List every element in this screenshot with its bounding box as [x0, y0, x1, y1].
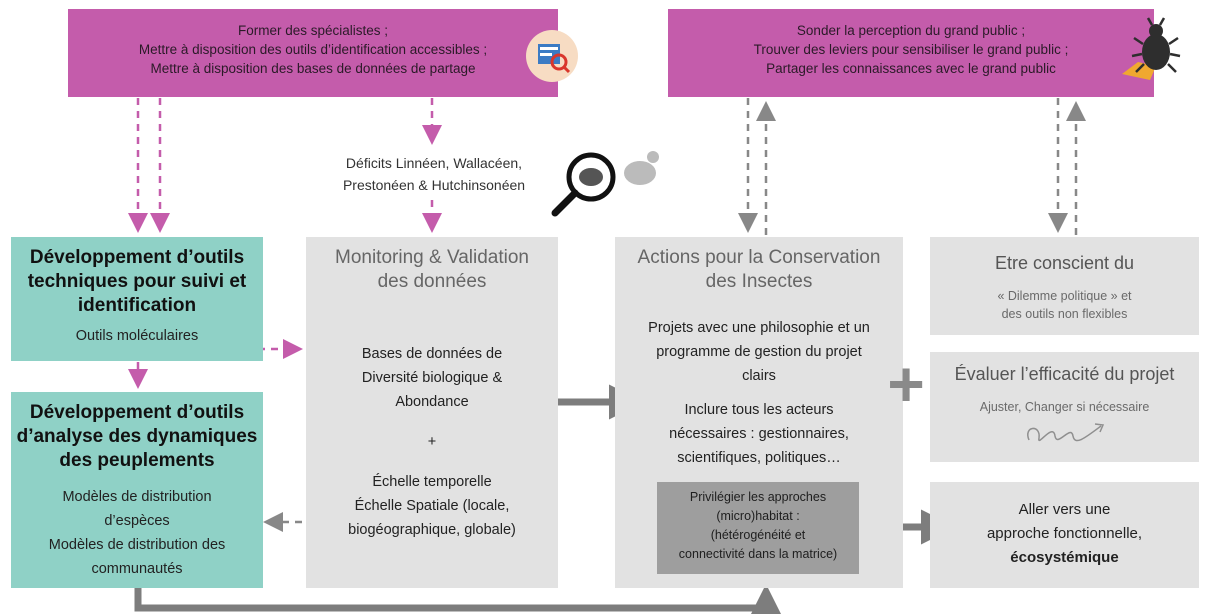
- body-line: Modèles de distribution des: [48, 537, 226, 553]
- body-line: clairs: [742, 368, 776, 384]
- dynamics-box-title: Développement d’outils d’analyse des dyn…: [11, 401, 263, 473]
- title-line: des peuplements: [59, 450, 215, 471]
- beetle-hand-icon: [1120, 16, 1184, 86]
- monitoring-box-body2: Échelle temporelle Échelle Spatiale (loc…: [306, 470, 558, 542]
- body-line: biogéographique, globale): [348, 522, 516, 538]
- title-line: Monitoring & Validation: [335, 247, 529, 268]
- body-line: Modèles de distribution: [62, 489, 212, 505]
- title-line: des données: [377, 271, 487, 292]
- tools-box-body: Outils moléculaires: [75, 328, 199, 344]
- evaluate-box: Évaluer l’efficacité du projet Ajuster, …: [930, 352, 1199, 462]
- title-line: Actions pour la Conservation: [637, 247, 881, 268]
- body-line: approche fonctionnelle,: [986, 525, 1143, 542]
- monitoring-box-body1: Bases de données de Diversité biologique…: [306, 342, 558, 414]
- top-right-box: Sonder la perception du grand public ; T…: [668, 9, 1154, 97]
- body-line: Échelle Spatiale (locale,: [354, 498, 510, 514]
- top-left-box: Former des spécialistes ; Mettre à dispo…: [68, 9, 558, 97]
- actions-inner-box: Privilégier les approches (micro)habitat…: [657, 482, 859, 574]
- actions-box-title: Actions pour la Conservation des Insecte…: [615, 246, 903, 294]
- actions-box-body1: Projets avec une philosophie et un progr…: [615, 316, 903, 388]
- inner-line: (hétérogénéité et: [710, 528, 806, 542]
- monitoring-box-title: Monitoring & Validation des données: [306, 246, 558, 294]
- inner-line: (micro)habitat :: [716, 509, 800, 523]
- body-line: programme de gestion du projet: [656, 344, 862, 360]
- tools-box-title: Développement d’outils techniques pour s…: [11, 246, 263, 318]
- body-line: Bases de données de: [361, 346, 503, 362]
- aware-box-title: Etre conscient du: [994, 253, 1135, 273]
- body-line: des outils non flexibles: [1001, 307, 1128, 321]
- body-line: « Dilemme politique » et: [997, 289, 1132, 303]
- dynamics-box: Développement d’outils d’analyse des dyn…: [11, 392, 263, 588]
- aware-box: Etre conscient du « Dilemme politique » …: [930, 237, 1199, 335]
- deficits-line: Déficits Linnéen, Wallacéen,: [345, 155, 523, 171]
- title-line: identification: [77, 295, 197, 316]
- spiral-arrow-icon: [1015, 418, 1115, 448]
- body-line: scientifiques, politiques…: [677, 450, 841, 466]
- database-search-icon: [526, 30, 578, 82]
- top-left-line: Mettre à disposition des bases de donnée…: [150, 61, 476, 76]
- title-line: techniques pour suivi et: [27, 271, 247, 292]
- evaluate-box-body: Ajuster, Changer si nécessaire: [979, 400, 1150, 414]
- title-line: Développement d’outils: [29, 402, 245, 423]
- top-left-line: Former des spécialistes ;: [237, 23, 389, 38]
- arrow-dynamics-to-actions-bottom: [134, 584, 784, 614]
- plus-sign: +: [887, 348, 925, 420]
- dynamics-box-body: Modèles de distribution d’espèces Modèle…: [11, 485, 263, 581]
- deficits-line: Prestonéen & Hutchinsonéen: [342, 177, 526, 193]
- inner-line: Privilégier les approches: [689, 490, 827, 504]
- monitoring-box: Monitoring & Validation des données Base…: [306, 237, 558, 588]
- top-right-line: Sonder la perception du grand public ;: [796, 23, 1026, 38]
- inner-line: connectivité dans la matrice): [678, 547, 838, 561]
- deficits-label: Déficits Linnéen, Wallacéen, Prestonéen …: [318, 152, 550, 196]
- tools-box: Développement d’outils techniques pour s…: [11, 237, 263, 361]
- body-line: d’espèces: [104, 513, 170, 529]
- functional-box-body: Aller vers une approche fonctionnelle, é…: [930, 498, 1199, 570]
- title-line: Développement d’outils: [29, 247, 245, 268]
- body-line: nécessaires : gestionnaires,: [669, 426, 849, 442]
- magnifier-beetle-icon: [545, 135, 665, 220]
- title-line: d’analyse des dynamiques: [16, 426, 258, 447]
- top-right-line: Trouver des leviers pour sensibiliser le…: [753, 42, 1069, 57]
- body-line: Aller vers une: [1018, 501, 1111, 518]
- body-line: Inclure tous les acteurs: [684, 402, 834, 418]
- monitoring-plus: +: [427, 434, 437, 450]
- evaluate-box-title: Évaluer l’efficacité du projet: [954, 364, 1175, 384]
- top-left-line: Mettre à disposition des outils d’identi…: [138, 42, 488, 57]
- body-line: Abondance: [395, 394, 469, 410]
- actions-box-body2: Inclure tous les acteurs nécessaires : g…: [615, 398, 903, 470]
- body-line: Projets avec une philosophie et un: [648, 320, 870, 336]
- body-line: Échelle temporelle: [372, 474, 492, 490]
- body-line: Diversité biologique &: [361, 370, 503, 386]
- title-line: des Insectes: [705, 271, 813, 292]
- top-right-line: Partager les connaissances avec le grand…: [766, 61, 1056, 76]
- functional-box: Aller vers une approche fonctionnelle, é…: [930, 482, 1199, 588]
- body-line: communautés: [91, 561, 183, 577]
- aware-box-body: « Dilemme politique » et des outils non …: [930, 287, 1199, 323]
- body-line-bold: écosystémique: [1010, 549, 1119, 566]
